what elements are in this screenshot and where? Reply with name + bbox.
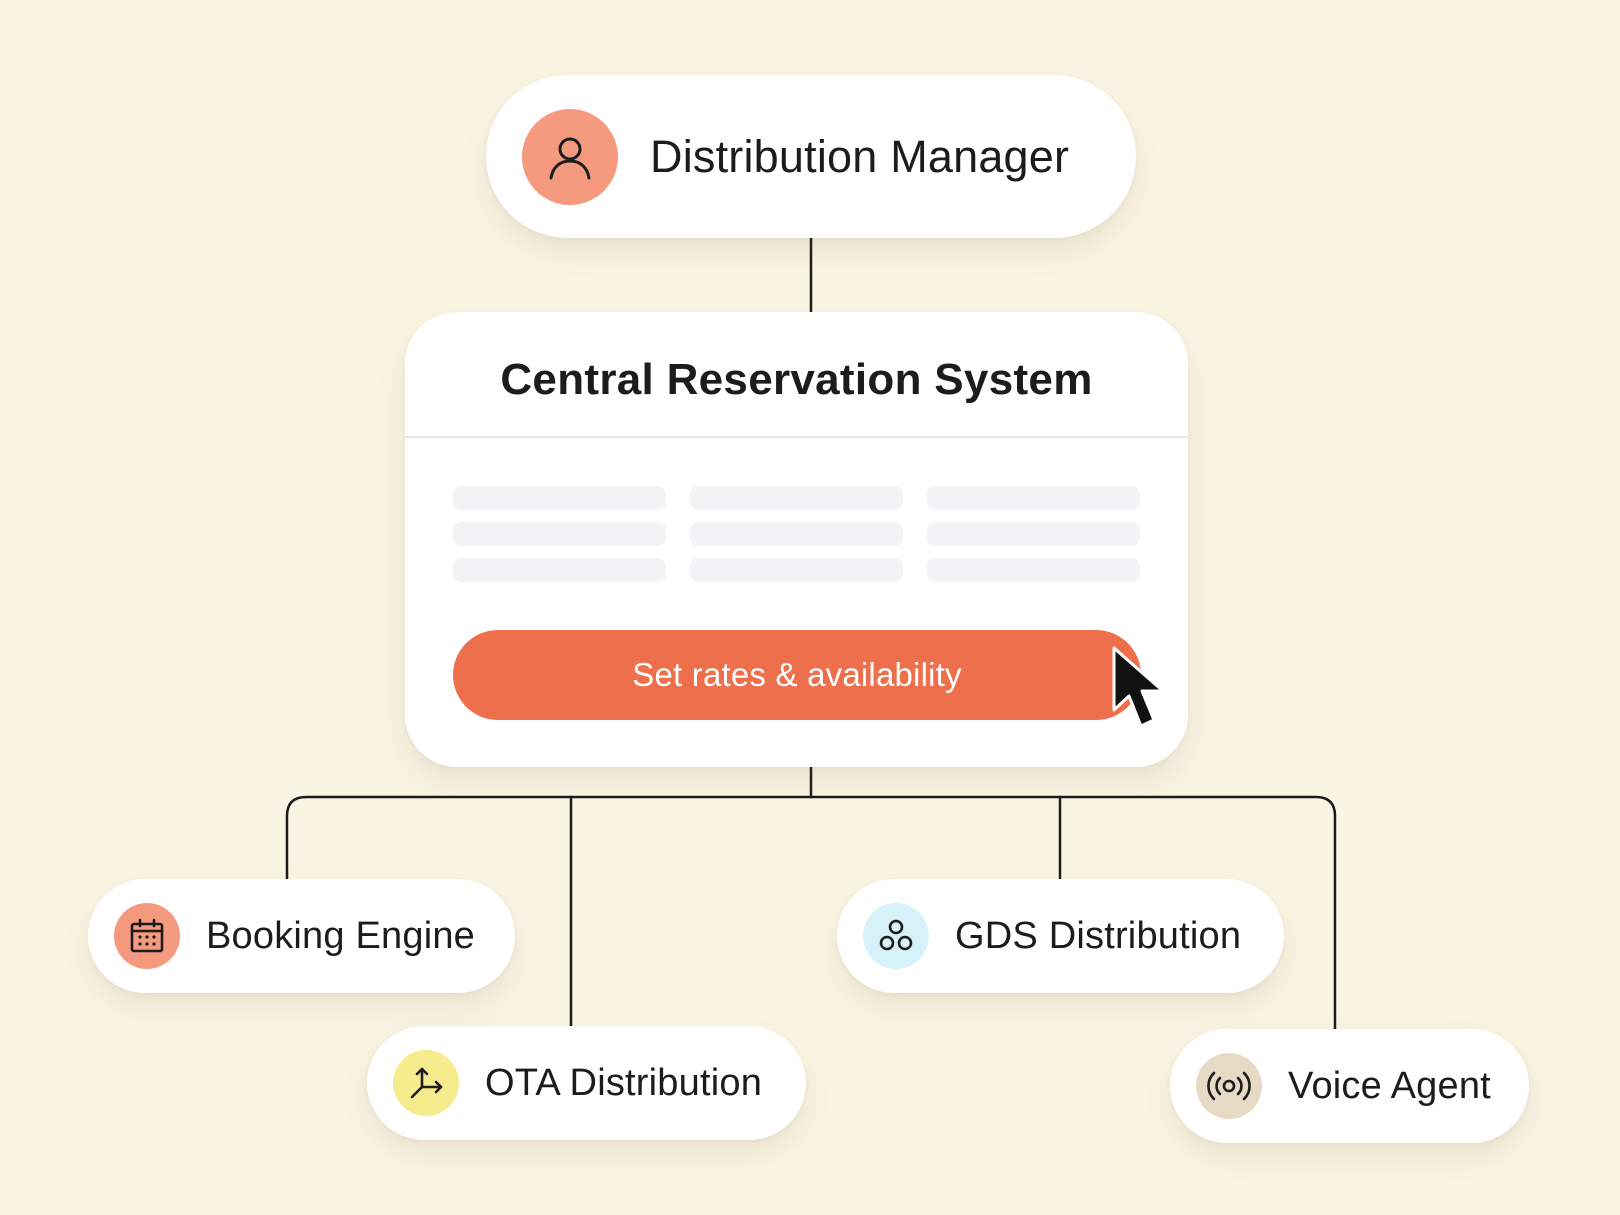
booking-engine-label: Booking Engine (206, 914, 476, 957)
circles-cluster-icon-badge (863, 903, 929, 969)
placeholder-bar (453, 558, 666, 582)
arrows-branch-icon-badge (393, 1050, 459, 1116)
placeholder-bar (453, 522, 666, 546)
set-rates-availability-button[interactable]: Set rates & availability (453, 630, 1141, 720)
connector-voice-agent (809, 795, 1337, 1031)
crs-title: Central Reservation System (500, 355, 1093, 404)
broadcast-icon-badge (1196, 1053, 1262, 1119)
placeholder-bar (927, 486, 1140, 510)
arrows-branch-icon (410, 1067, 443, 1099)
booking-engine-node: Booking Engine (88, 879, 515, 993)
placeholder-bar (927, 522, 1140, 546)
user-icon (549, 137, 591, 179)
connector-booking-engine (285, 795, 813, 881)
voice-agent-label: Voice Agent (1288, 1064, 1491, 1107)
gds-distribution-label: GDS Distribution (955, 914, 1242, 957)
voice-agent-node: Voice Agent (1170, 1029, 1529, 1143)
ota-distribution-label: OTA Distribution (485, 1061, 763, 1104)
calendar-icon (130, 918, 164, 953)
placeholder-bar (690, 486, 903, 510)
broadcast-icon (1207, 1071, 1251, 1101)
placeholder-bar (453, 486, 666, 510)
placeholder-bar (690, 522, 903, 546)
calendar-icon-badge (114, 903, 180, 969)
mouse-cursor-icon (1112, 646, 1165, 728)
gds-distribution-node: GDS Distribution (837, 879, 1284, 993)
placeholder-bar (690, 558, 903, 582)
central-reservation-system-card: Central Reservation System Set rates & a… (405, 312, 1188, 767)
user-icon-badge (522, 108, 618, 205)
placeholder-bar (927, 558, 1140, 582)
crs-divider (405, 436, 1188, 438)
distribution-manager-label: Distribution Manager (650, 130, 1070, 182)
circles-cluster-icon (879, 919, 913, 951)
distribution-manager-node: Distribution Manager (486, 75, 1136, 238)
ota-distribution-node: OTA Distribution (367, 1026, 806, 1140)
